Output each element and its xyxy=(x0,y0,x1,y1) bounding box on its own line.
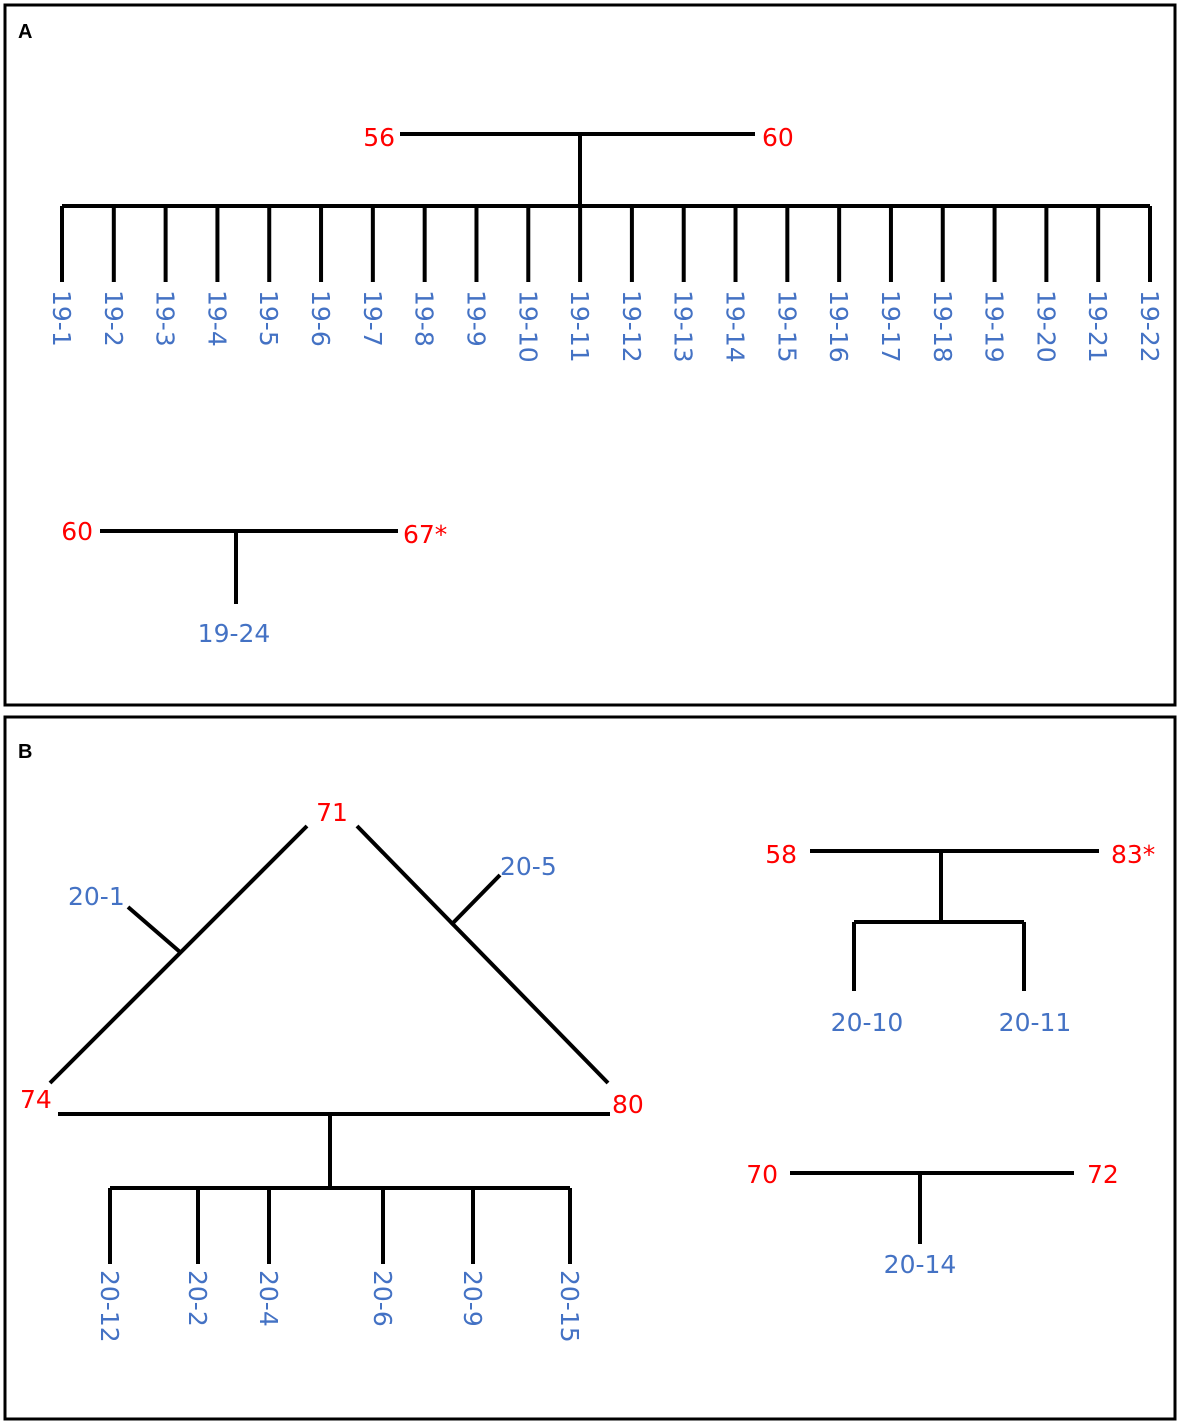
parent-label: 71 xyxy=(316,798,348,827)
offspring-label: 19-1 xyxy=(47,290,76,347)
offspring-branch-line xyxy=(126,905,182,954)
parent-label: 67* xyxy=(403,520,447,549)
offspring-branch-line xyxy=(449,873,502,927)
parent-label: 60 xyxy=(61,517,93,546)
offspring-label: 19-16 xyxy=(824,290,853,363)
parent-label: 72 xyxy=(1087,1160,1119,1189)
offspring-label: 20-6 xyxy=(368,1270,397,1327)
offspring-label: 20-5 xyxy=(500,852,557,881)
panel-a-family-2: 60 67* 19-24 xyxy=(61,517,447,648)
parent-label: 70 xyxy=(746,1160,778,1189)
offspring-label: 20-11 xyxy=(999,1008,1072,1037)
offspring-group: 19-1 19-2 19-3 19-4 19-5 19-6 19-7 19-8 19-9 19-1… xyxy=(47,206,1164,363)
offspring-label: 19-3 xyxy=(151,290,180,347)
offspring-label: 19-19 xyxy=(980,290,1009,363)
offspring-label: 19-15 xyxy=(772,290,801,363)
offspring-label: 19-6 xyxy=(306,290,335,347)
offspring-label: 19-2 xyxy=(99,290,128,347)
panel-a-label: A xyxy=(18,21,32,43)
panel-b-frame xyxy=(3,715,1177,1421)
panel-b-triangle-family: 71 74 80 20-1 20-5 20-12 20-2 20-4 20-6 20-9… xyxy=(20,798,644,1343)
offspring-label: 19-10 xyxy=(513,290,542,363)
parent-label: 58 xyxy=(765,840,797,869)
offspring-label: 20-15 xyxy=(555,1270,584,1343)
parent-link-line xyxy=(48,824,309,1085)
offspring-label: 20-4 xyxy=(254,1270,283,1327)
offspring-label: 20-9 xyxy=(458,1270,487,1327)
parent-label: 56 xyxy=(363,123,395,152)
offspring-label: 19-13 xyxy=(669,290,698,363)
panel-b-family-2: 58 83* 20-10 20-11 xyxy=(765,840,1155,1037)
offspring-label: 20-14 xyxy=(884,1250,957,1279)
parent-label: 60 xyxy=(762,123,794,152)
panel-b-label: B xyxy=(18,741,32,763)
offspring-label: 19-11 xyxy=(565,290,594,363)
offspring-label: 20-10 xyxy=(831,1008,904,1037)
offspring-label: 20-1 xyxy=(68,882,125,911)
panel-a-frame xyxy=(3,3,1177,707)
offspring-label: 19-20 xyxy=(1031,290,1060,363)
offspring-label: 19-7 xyxy=(358,290,387,347)
offspring-label: 19-4 xyxy=(202,290,231,347)
offspring-label: 19-24 xyxy=(198,619,271,648)
parent-label: 74 xyxy=(20,1085,52,1114)
offspring-label: 19-12 xyxy=(617,290,646,363)
offspring-label: 19-8 xyxy=(410,290,439,347)
offspring-label: 19-14 xyxy=(721,290,750,363)
parent-label: 80 xyxy=(612,1090,644,1119)
offspring-label: 19-5 xyxy=(254,290,283,347)
parent-label: 83* xyxy=(1111,840,1155,869)
offspring-group: 20-12 20-2 20-4 20-6 20-9 20-15 xyxy=(95,1188,584,1343)
parent-link-line xyxy=(355,824,610,1085)
offspring-label: 19-17 xyxy=(876,290,905,363)
offspring-label: 20-12 xyxy=(95,1270,124,1343)
offspring-label: 19-22 xyxy=(1135,290,1164,363)
offspring-label: 19-9 xyxy=(461,290,490,347)
offspring-label: 20-2 xyxy=(183,1270,212,1327)
offspring-label: 19-18 xyxy=(928,290,957,363)
panel-b-family-3: 70 72 20-14 xyxy=(746,1160,1119,1279)
offspring-label: 19-21 xyxy=(1083,290,1112,363)
